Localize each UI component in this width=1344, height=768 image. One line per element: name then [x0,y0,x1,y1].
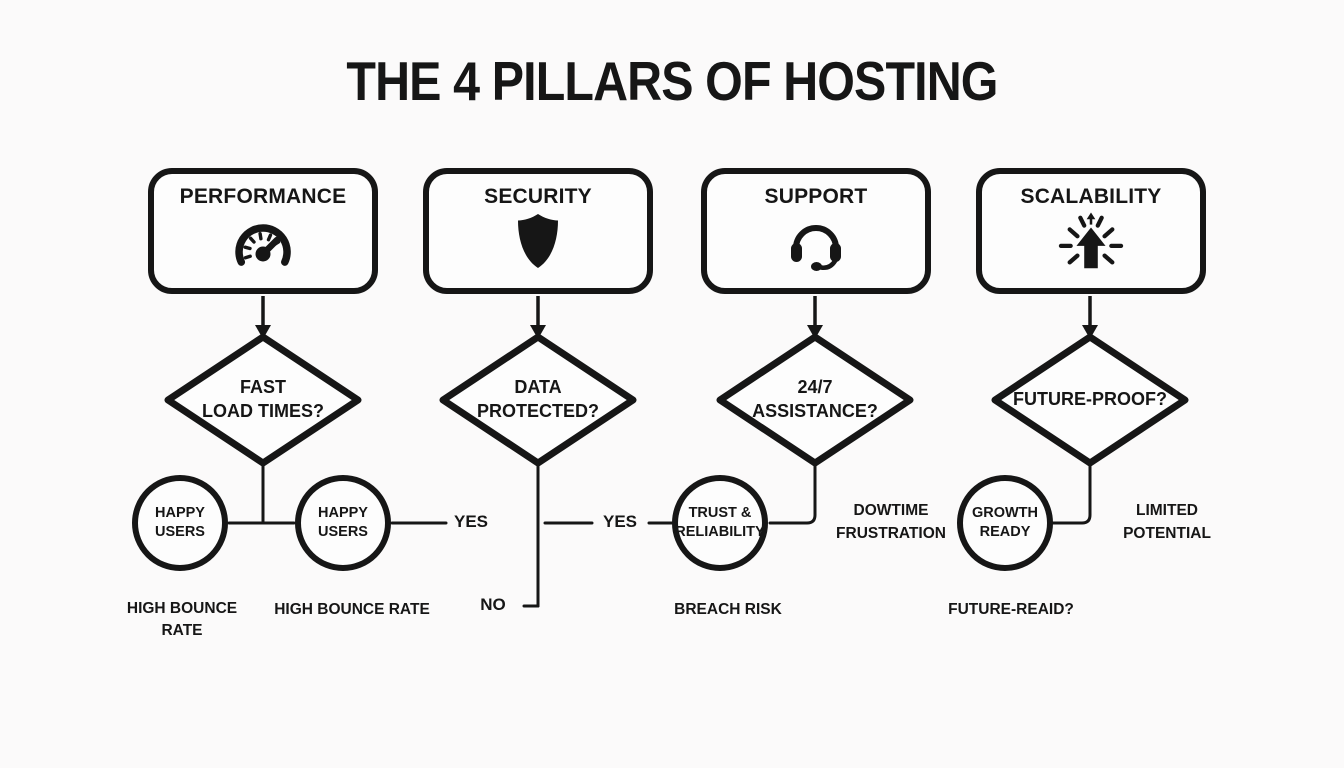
side-label-line: LIMITED [1136,502,1198,519]
bottom-label-breach-risk: BREACH RISK [638,599,818,621]
side-label-line: POTENTIAL [1123,525,1211,543]
bottom-label-line: BREACH RISK [674,601,782,618]
diagram-title: THE 4 PILLARS OF HOSTING [0,54,1344,109]
pillar-box-performance: PERFORMANCE [148,168,378,294]
side-label-downtime-frustration: DOWTIME FRUSTRATION [811,499,971,546]
question-line: 24/7 [797,376,833,397]
pillar-box-scalability: SCALABILITY [976,168,1206,294]
outcome-label-happy-users-2: HAPPY USERS [293,485,393,561]
bottom-label-line: RATE [161,622,203,640]
outcome-label-trust-reliability: TRUST & RELIABILITY [670,485,770,561]
bottom-label-future-ready: FUTURE-REAID? [921,599,1101,621]
headset-icon [784,212,848,272]
circle-line: TRUST & [688,505,752,522]
circle-line: RELIABILITY [675,524,765,540]
branch-label-yes-performance: YES [453,512,489,531]
pillar-box-security: SECURITY [423,168,653,294]
speedometer-icon [229,212,297,270]
question-line: ASSISTANCE? [752,401,878,421]
pillar-label-security: SECURITY [484,185,592,208]
question-scalability: FUTURE-PROOF? [995,360,1185,438]
diagram-title-text: THE 4 PILLARS OF HOSTING [346,50,998,112]
pillar-label-performance: PERFORMANCE [179,185,347,208]
question-performance: FAST LOAD TIMES? [168,360,358,438]
question-line: LOAD TIMES? [202,401,324,421]
question-support: 24/7 ASSISTANCE? [720,360,910,438]
question-line: DATA [514,376,562,397]
pillar-box-support: SUPPORT [701,168,931,294]
flow-arrow-stems [261,296,1092,326]
outcome-label-growth-ready: GROWTH READY [955,485,1055,561]
question-security: DATA PROTECTED? [443,360,633,438]
bottom-label-high-bounce-rate-2: HIGH BOUNCE RATE [262,599,442,621]
outcome-label-happy-users-1: HAPPY USERS [130,485,230,561]
bottom-label-line: FUTURE-REAID? [948,601,1074,618]
circle-line: GROWTH [971,505,1039,522]
branch-label-no-security: NO [480,595,506,614]
circle-line: USERS [318,524,368,540]
connector-scalability-to-growth [1050,463,1092,525]
pillar-label-support: SUPPORT [764,185,868,208]
question-line: FUTURE-PROOF? [1013,388,1167,409]
connector-support-to-trust [768,463,817,525]
circle-line: USERS [155,524,205,540]
question-line: FAST [239,376,286,397]
bottom-label-line: HIGH BOUNCE RATE [274,601,430,618]
bottom-label-line: HIGH BOUNCE [126,600,238,617]
shield-icon [514,212,562,270]
burst-arrow-up-icon [1057,212,1125,274]
circle-line: HAPPY [318,505,368,522]
flow-arrow-heads [255,325,1098,339]
bottom-label-high-bounce-rate-1: HIGH BOUNCE RATE [92,598,272,643]
branch-label-yes-security: YES [602,512,638,531]
circle-line: READY [979,524,1031,540]
circle-line: HAPPY [155,505,205,522]
side-label-limited-potential: LIMITED POTENTIAL [1087,499,1247,546]
question-line: PROTECTED? [476,401,599,421]
side-label-line: DOWTIME [853,502,929,519]
pillar-label-scalability: SCALABILITY [1020,185,1162,208]
side-label-line: FRUSTRATION [836,525,946,543]
